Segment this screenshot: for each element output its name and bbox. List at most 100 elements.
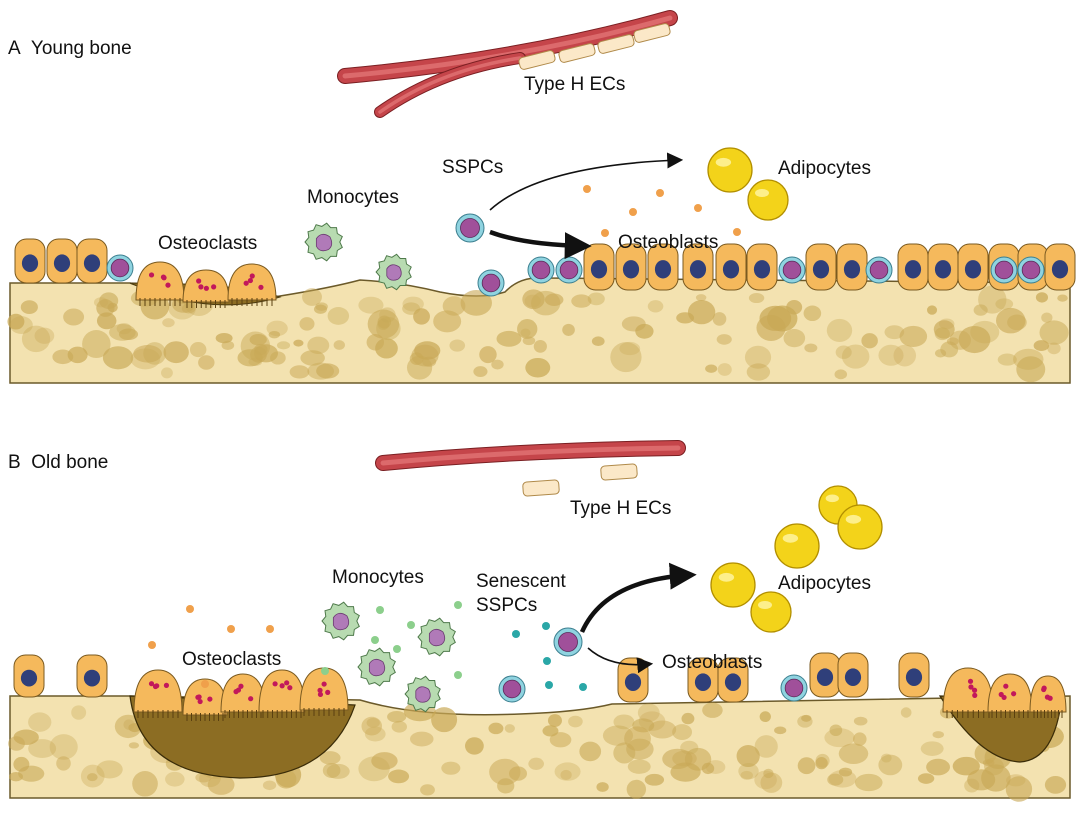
bone-pore	[978, 285, 1007, 314]
osteoclast-granules	[967, 678, 978, 698]
bone-pore	[449, 339, 466, 352]
granule-dot	[165, 282, 171, 288]
bone-pore	[128, 742, 140, 749]
bone-pore	[376, 316, 401, 341]
adipocyte-body	[750, 591, 792, 633]
differentiation-arrows	[579, 562, 697, 674]
differentiation-arrows	[489, 152, 684, 260]
arrow-to-adipocytes	[489, 152, 684, 211]
osteoclast-ruffled-border	[186, 713, 224, 721]
bone-pore	[717, 363, 732, 376]
panel-b-letter: B	[8, 452, 21, 473]
bone-pore	[853, 716, 868, 726]
osteoblast-cell	[746, 243, 778, 291]
granule-dot	[1003, 683, 1009, 689]
bone-pore	[899, 325, 928, 347]
osteoclast-granules	[148, 681, 170, 690]
sspc-nucleus	[531, 260, 551, 280]
secreted-factor-dot	[583, 185, 591, 193]
bone-pore	[560, 769, 572, 780]
bone-pore	[672, 724, 693, 741]
osteoblast-cell	[46, 238, 78, 284]
osteoblast-nucleus	[624, 673, 642, 691]
bone-pore	[189, 341, 207, 358]
monocyte-nucleus	[386, 264, 402, 281]
panel-b-graphics	[8, 440, 1071, 802]
secreted-factor-dot	[579, 683, 587, 691]
endothelial-cells	[518, 23, 671, 70]
secreted-factor-dot	[454, 671, 462, 679]
bone-pore	[996, 307, 1026, 334]
bone-pore	[893, 344, 917, 367]
adipocyte-body	[837, 504, 883, 550]
bone-pore	[587, 292, 605, 306]
bone-pore	[431, 707, 458, 733]
adipocyte-body	[710, 562, 756, 608]
osteoblast-nucleus	[964, 260, 982, 279]
bone-pore	[1039, 320, 1069, 345]
osteoblast-nucleus	[724, 673, 742, 691]
osteoblast-cell	[682, 243, 714, 291]
bone-pore	[302, 288, 322, 306]
bone-pore	[738, 762, 759, 780]
granule-dot	[272, 681, 278, 687]
secreted-factors	[148, 601, 587, 691]
sspc-nucleus	[784, 678, 804, 698]
adipocyte-highlight	[782, 533, 799, 543]
bone-pore	[165, 771, 185, 787]
secreted-factor-dot	[601, 229, 609, 237]
bone-pore	[705, 760, 726, 774]
osteoblast-cell	[687, 657, 719, 703]
secreted-factor-dot	[266, 625, 274, 633]
bone-pore	[579, 741, 602, 762]
bone-pore	[619, 341, 641, 356]
bone-pore	[759, 305, 792, 331]
granule-dot	[1001, 694, 1007, 701]
osteoblast-cell	[615, 243, 647, 291]
bone-pore	[801, 714, 812, 722]
bone-pore	[358, 756, 390, 782]
bone-pore	[114, 714, 142, 739]
osteoblast-nucleus	[844, 668, 862, 686]
granule-dot	[160, 274, 167, 280]
osteoblast-nucleus	[53, 254, 71, 272]
endothelial-cell	[600, 463, 638, 481]
adipocyte-cell	[774, 523, 820, 569]
bone-pore	[71, 705, 87, 720]
osteoclast-cell	[299, 667, 349, 716]
endothelial-cell	[633, 23, 671, 43]
panel-b-heading: B Old bone	[8, 452, 108, 474]
osteoblast-cell	[927, 243, 959, 291]
osteoclast-cell	[133, 669, 183, 718]
bone-pore	[358, 296, 384, 314]
secreted-factor-dot	[629, 208, 637, 216]
osteoclast-granules	[196, 278, 217, 291]
bone-pore	[705, 364, 718, 373]
osteoblast-cell	[837, 652, 869, 698]
sspc-cell	[865, 256, 893, 284]
bone-pore	[109, 324, 136, 341]
osteoblast-nucleus	[622, 260, 640, 279]
bone-pore	[1033, 340, 1050, 351]
bone-pore	[307, 362, 335, 380]
granule-dot	[148, 681, 155, 687]
bone-pore	[1016, 356, 1046, 383]
granule-dot	[249, 273, 255, 279]
bone-pore	[637, 703, 660, 722]
osteoblast-nucleus	[904, 260, 922, 279]
bone-pore	[391, 720, 408, 733]
bone-pore	[488, 722, 504, 735]
osteoblast-nucleus	[812, 260, 830, 279]
bone-pore	[8, 772, 23, 782]
secreted-factor-dot	[733, 228, 741, 236]
panel-b-endothelial-label: Type H ECs	[570, 498, 672, 519]
secreted-factor-dot	[545, 681, 553, 689]
bone-pore	[18, 765, 45, 782]
bone-pore	[371, 752, 398, 770]
panel-a-graphics	[7, 10, 1076, 384]
adipocyte-highlight	[758, 601, 772, 609]
bone-pore	[952, 756, 980, 776]
osteoclast-ruffled-border	[139, 298, 181, 306]
bone-pore	[940, 341, 959, 358]
